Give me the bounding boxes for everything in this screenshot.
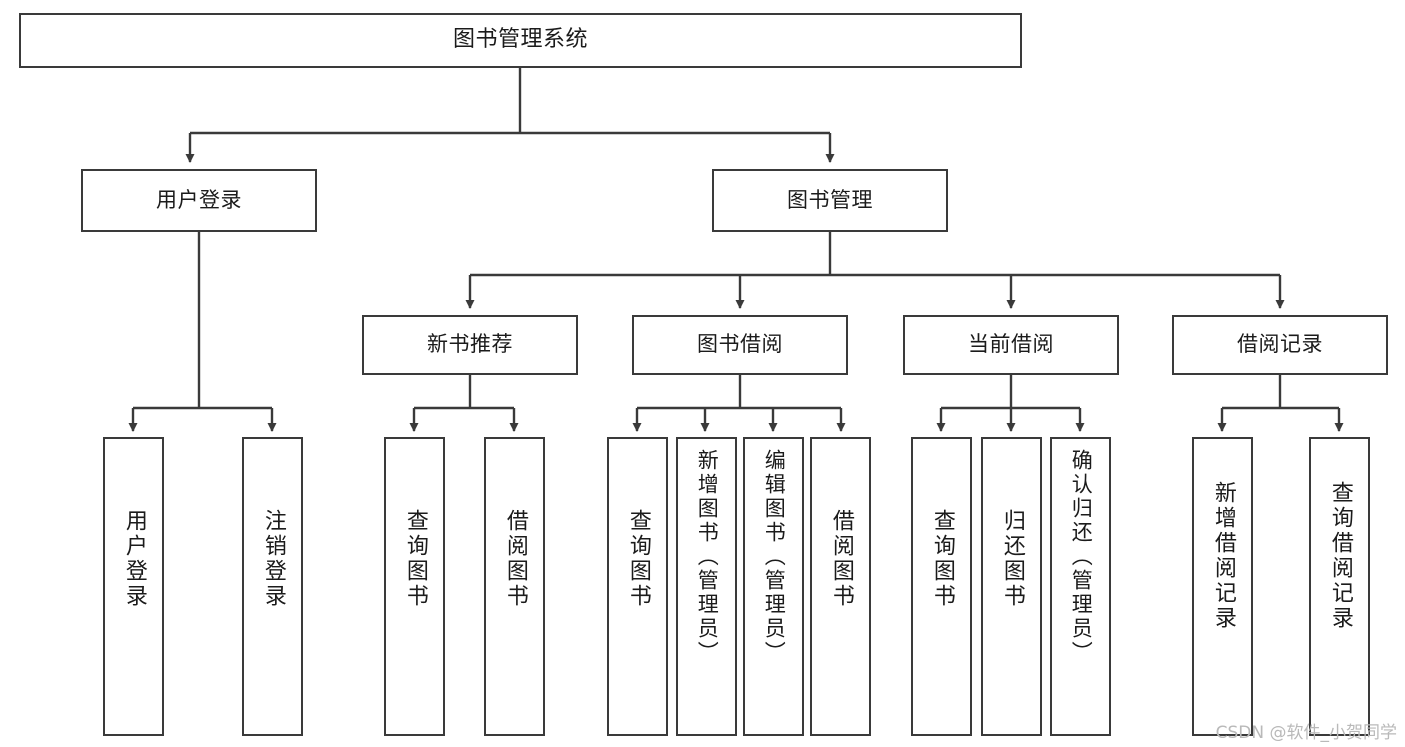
node-leaf-edit-book[interactable]: 编辑图书（管理员） xyxy=(743,437,804,736)
node-label: 新增借阅记录 xyxy=(1210,481,1236,631)
node-leaf-user-logout[interactable]: 注销登录 xyxy=(242,437,303,736)
node-label: 查询图书 xyxy=(402,509,428,609)
node-label: 注销登录 xyxy=(260,509,286,609)
node-label: 图书管理系统 xyxy=(452,27,588,53)
node-leaf-query-record[interactable]: 查询借阅记录 xyxy=(1309,437,1370,736)
node-leaf-add-record[interactable]: 新增借阅记录 xyxy=(1192,437,1253,736)
node-label: 查询图书 xyxy=(625,509,651,609)
node-book-management[interactable]: 图书管理 xyxy=(712,169,948,232)
node-label: 当前借阅 xyxy=(968,332,1054,357)
node-leaf-borrow-book-2[interactable]: 借阅图书 xyxy=(810,437,871,736)
node-leaf-query-book-2[interactable]: 查询图书 xyxy=(607,437,668,736)
node-leaf-query-book-3[interactable]: 查询图书 xyxy=(911,437,972,736)
node-user-login[interactable]: 用户登录 xyxy=(81,169,317,232)
node-leaf-confirm-return[interactable]: 确认归还（管理员） xyxy=(1050,437,1111,736)
node-label: 用户登录 xyxy=(121,509,147,609)
node-label: 编辑图书（管理员） xyxy=(762,449,787,665)
node-label: 借阅图书 xyxy=(828,509,854,609)
node-leaf-borrow-book-1[interactable]: 借阅图书 xyxy=(484,437,545,736)
node-label: 归还图书 xyxy=(999,509,1025,609)
node-leaf-user-login[interactable]: 用户登录 xyxy=(103,437,164,736)
node-current-borrow[interactable]: 当前借阅 xyxy=(903,315,1119,375)
node-leaf-add-book[interactable]: 新增图书（管理员） xyxy=(676,437,737,736)
watermark-label: CSDN @软件_小贺同学 xyxy=(1215,723,1397,743)
node-label: 借阅图书 xyxy=(502,509,528,609)
node-label: 查询借阅记录 xyxy=(1327,481,1353,631)
node-leaf-query-book-1[interactable]: 查询图书 xyxy=(384,437,445,736)
node-label: 新增图书（管理员） xyxy=(695,449,720,665)
node-label: 借阅记录 xyxy=(1237,332,1323,357)
node-label: 查询图书 xyxy=(929,509,955,609)
node-book-borrow[interactable]: 图书借阅 xyxy=(632,315,848,375)
node-label: 确认归还（管理员） xyxy=(1069,449,1094,665)
node-new-book-recommend[interactable]: 新书推荐 xyxy=(362,315,578,375)
node-label: 图书借阅 xyxy=(697,332,783,357)
node-label: 用户登录 xyxy=(156,187,242,212)
node-leaf-return-book[interactable]: 归还图书 xyxy=(981,437,1042,736)
node-label: 新书推荐 xyxy=(427,332,513,357)
node-label: 图书管理 xyxy=(787,187,873,212)
node-root-system[interactable]: 图书管理系统 xyxy=(19,13,1022,68)
node-borrow-record[interactable]: 借阅记录 xyxy=(1172,315,1388,375)
